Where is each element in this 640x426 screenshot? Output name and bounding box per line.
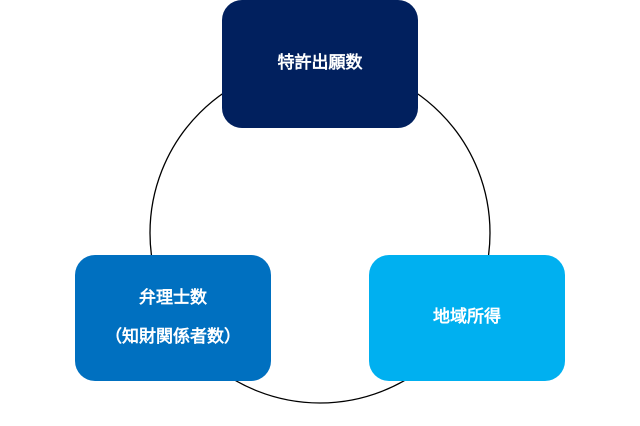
node-patent-attorneys-label: 弁理士数	[139, 287, 207, 308]
node-patent-applications: 特許出願数	[222, 0, 418, 128]
node-patent-attorneys-sublabel: （知財関係者数）	[105, 327, 241, 347]
node-patent-applications-label: 特許出願数	[277, 53, 363, 74]
node-patent-attorneys: 弁理士数 （知財関係者数）	[75, 255, 271, 381]
node-regional-income: 地域所得	[369, 255, 565, 381]
node-regional-income-label: 地域所得	[433, 307, 501, 328]
